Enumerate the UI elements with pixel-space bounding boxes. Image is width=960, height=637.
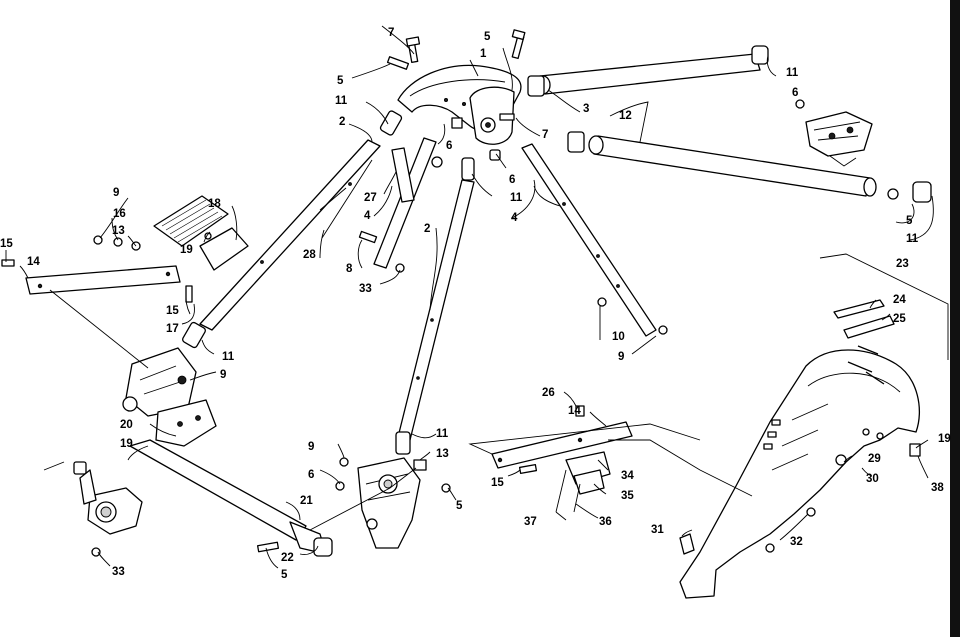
callout-7-right: 7	[542, 129, 548, 141]
callout-26: 26	[542, 387, 555, 399]
callout-9-lower: 9	[308, 441, 314, 453]
callout-7-top: 7	[388, 27, 394, 39]
callout-32: 32	[790, 536, 803, 548]
callout-27: 27	[364, 192, 377, 204]
center-lower-tube	[395, 157, 475, 455]
upper-right-mount	[795, 99, 873, 167]
callout-labels: 1 2 2 3 4 4 5 5 5 5 5 6 6 6 6 7 7 8 9 9 …	[0, 27, 951, 581]
callout-5-top: 5	[484, 31, 491, 43]
control-module	[153, 195, 249, 271]
callout-33-upper: 33	[359, 283, 372, 295]
callout-5-right: 5	[906, 215, 913, 227]
callout-24: 24	[893, 294, 906, 306]
callout-15-left: 15	[0, 238, 13, 250]
callout-34: 34	[621, 470, 634, 482]
callout-8: 8	[346, 263, 353, 275]
front-left-tube	[182, 110, 403, 349]
leader-lines	[5, 25, 949, 569]
callout-19-upper: 19	[180, 244, 193, 256]
callout-4-left: 4	[364, 210, 371, 222]
upper-tube-assembly	[527, 45, 932, 203]
center-upright-bars	[319, 137, 443, 273]
callout-14-left: 14	[27, 256, 40, 268]
page-edge-bar	[950, 0, 960, 637]
callout-18: 18	[208, 198, 221, 210]
callout-38: 38	[931, 482, 944, 494]
lower-left-mount	[122, 347, 217, 447]
callout-11-left: 11	[335, 95, 348, 107]
callout-13-center: 13	[436, 448, 449, 460]
callout-36: 36	[599, 516, 612, 528]
callout-30: 30	[866, 473, 879, 485]
callout-3: 3	[583, 103, 589, 115]
callout-6-right: 6	[792, 87, 798, 99]
callout-17: 17	[166, 323, 179, 335]
callout-13-left: 13	[112, 225, 125, 237]
top-bolts	[386, 29, 526, 161]
lower-support-bracket	[491, 405, 633, 513]
callout-12: 12	[619, 110, 632, 122]
center-lower-mount	[335, 457, 451, 549]
callout-11-center: 11	[510, 192, 523, 204]
left-arm-bracket	[1, 235, 193, 303]
lower-cross-tube	[129, 439, 333, 557]
callout-5-bottom: 5	[281, 569, 288, 581]
callout-15-mid: 15	[166, 305, 179, 317]
callout-14-center: 14	[568, 405, 581, 417]
callout-10: 10	[612, 331, 625, 343]
callout-4-right: 4	[511, 212, 518, 224]
callout-20: 20	[120, 419, 133, 431]
callout-37: 37	[524, 516, 537, 528]
callout-2-center: 2	[424, 223, 430, 235]
callout-2-left: 2	[339, 116, 345, 128]
callout-19-lower: 19	[120, 438, 133, 450]
callout-25: 25	[893, 313, 906, 325]
callout-28: 28	[303, 249, 316, 261]
callout-35: 35	[621, 490, 634, 502]
callout-1: 1	[480, 48, 487, 60]
callout-5-center: 5	[456, 500, 463, 512]
callout-11-lower-center: 11	[436, 428, 449, 440]
callout-11-right: 11	[906, 233, 919, 245]
right-brace	[521, 143, 668, 337]
callout-11-top-right: 11	[786, 67, 799, 79]
steering-head-bracket	[397, 64, 522, 145]
callout-19-right: 19	[938, 433, 951, 445]
callout-6-center: 6	[509, 174, 515, 186]
callout-6-lower: 6	[308, 469, 314, 481]
callout-22: 22	[281, 552, 294, 564]
callout-31: 31	[651, 524, 664, 536]
callout-29: 29	[868, 453, 881, 465]
callout-5-left: 5	[337, 75, 344, 87]
callout-9-left: 9	[113, 187, 119, 199]
callout-9-mount: 9	[220, 369, 226, 381]
callout-23: 23	[896, 258, 909, 270]
callout-21: 21	[300, 495, 313, 507]
callout-15-lower: 15	[491, 477, 504, 489]
callout-33-lower: 33	[112, 566, 125, 578]
callout-6-top: 6	[446, 140, 452, 152]
callout-11-lower-left: 11	[222, 351, 235, 363]
actuator-motor	[73, 461, 143, 557]
callout-16: 16	[113, 208, 126, 220]
fender-assembly	[679, 299, 921, 599]
callout-9-right: 9	[618, 351, 624, 363]
